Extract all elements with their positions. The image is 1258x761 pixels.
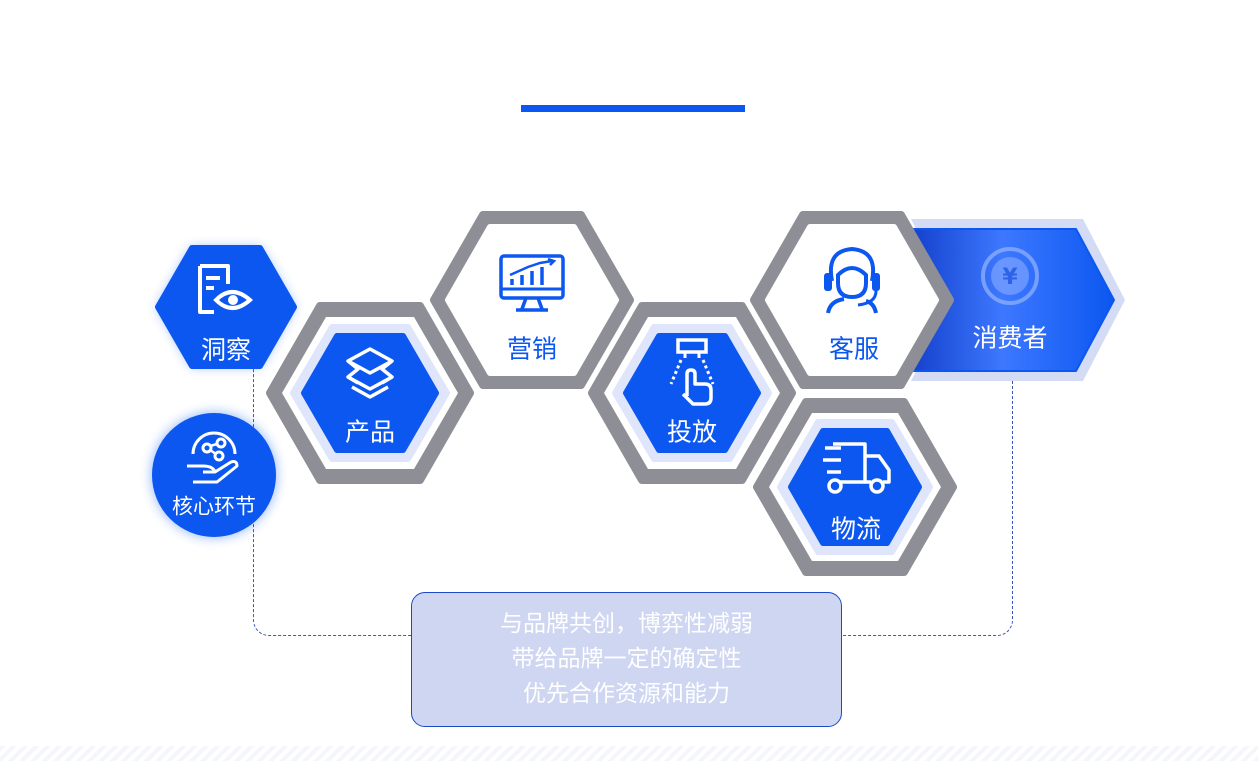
hand-network-icon — [183, 430, 245, 488]
bottom-pattern-strip — [0, 746, 1258, 761]
delivery-hexagon — [588, 302, 796, 484]
yen-coin-icon: ¥ — [980, 246, 1040, 310]
logistics-label: 物流 — [830, 514, 882, 544]
summary-line: 优先合作资源和能力 — [523, 681, 730, 707]
core-label: 核心环节 — [172, 494, 256, 519]
marketing-hexagon — [430, 211, 634, 389]
monitor-chart-icon — [498, 253, 566, 319]
document-eye-icon — [194, 262, 254, 322]
summary-line: 带给品牌一定的确定性 — [511, 646, 742, 672]
service-hexagon — [750, 211, 954, 389]
consumer-label: 消费者 — [972, 323, 1048, 353]
headset-agent-icon — [818, 245, 886, 319]
ceiling-light-touch-icon — [665, 338, 719, 412]
delivery-label: 投放 — [666, 417, 718, 447]
summary-box: 与品牌共创，博弈性减弱 带给品牌一定的确定性 优先合作资源和能力 — [411, 592, 842, 727]
core-circle — [152, 413, 276, 537]
marketing-label: 营销 — [506, 334, 558, 364]
service-label: 客服 — [828, 334, 880, 364]
title-accent-bar — [521, 105, 745, 112]
product-label: 产品 — [344, 417, 396, 447]
logistics-hexagon — [753, 398, 957, 576]
insight-label: 洞察 — [200, 335, 252, 365]
svg-text:¥: ¥ — [1002, 265, 1018, 290]
delivery-truck-icon — [821, 440, 891, 500]
stacked-layers-icon — [340, 343, 400, 407]
product-hexagon — [266, 302, 474, 484]
summary-line: 与品牌共创，博弈性减弱 — [500, 611, 753, 637]
